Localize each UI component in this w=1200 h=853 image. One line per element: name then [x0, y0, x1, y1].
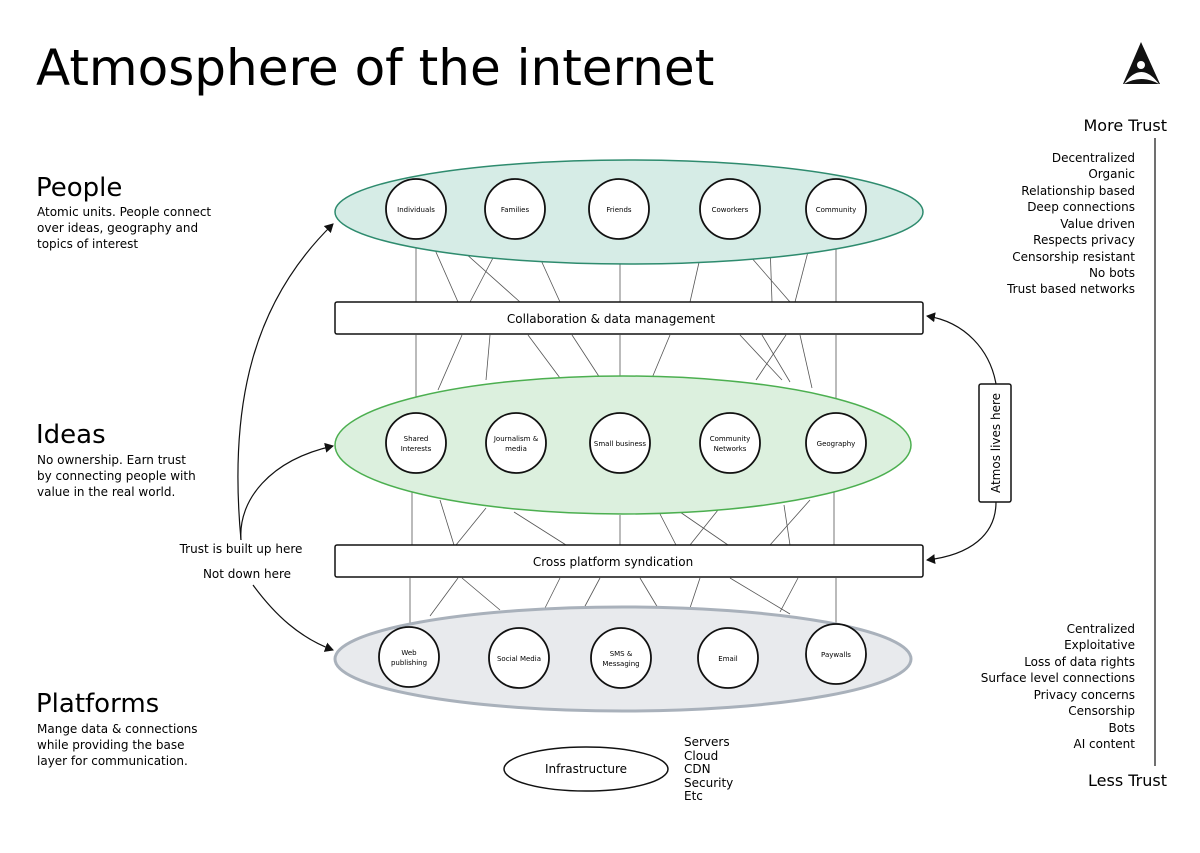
platform-node: Social Media: [488, 627, 550, 689]
ideas-desc-line: by connecting people with: [37, 469, 196, 483]
svg-text:Surface level connections: Surface level connections: [981, 671, 1135, 685]
less-trust-heading: Less Trust: [1088, 771, 1167, 790]
svg-text:Cloud: Cloud: [684, 749, 718, 763]
svg-text:Cross platform syndication: Cross platform syndication: [533, 555, 693, 569]
svg-text:Families: Families: [501, 206, 530, 214]
infrastructure-list: Servers Cloud CDN Security Etc: [684, 735, 733, 803]
svg-text:Etc: Etc: [684, 789, 703, 803]
more-trust-list: Decentralized Organic Relationship based…: [1006, 151, 1135, 296]
idea-node: Small business: [589, 412, 651, 474]
svg-text:Relationship based: Relationship based: [1021, 184, 1135, 198]
platform-node: Email: [697, 627, 759, 689]
svg-text:Community: Community: [816, 206, 857, 214]
svg-text:Community: Community: [710, 435, 751, 443]
trust-down-label: Not down here: [203, 567, 291, 581]
svg-text:Collaboration & data managemen: Collaboration & data management: [507, 312, 715, 326]
people-desc-line: Atomic units. People connect: [37, 205, 211, 219]
svg-text:Coworkers: Coworkers: [712, 206, 749, 214]
platforms-desc-line: layer for communication.: [37, 754, 188, 768]
svg-text:Geography: Geography: [817, 440, 856, 448]
trust-up-label: Trust is built up here: [179, 542, 303, 556]
svg-text:Trust based networks: Trust based networks: [1006, 282, 1135, 296]
svg-text:Organic: Organic: [1088, 167, 1135, 181]
people-heading: People: [36, 173, 122, 203]
idea-node: Geography: [805, 412, 867, 474]
trust-arrows: [237, 223, 334, 652]
platform-node: SMS & Messaging: [590, 627, 652, 689]
people-node: Individuals: [385, 178, 447, 240]
svg-text:Web: Web: [401, 649, 417, 657]
ideas-desc-line: value in the real world.: [37, 485, 175, 499]
people-node: Friends: [588, 178, 650, 240]
svg-text:Bots: Bots: [1108, 721, 1135, 735]
svg-text:Journalism &: Journalism &: [493, 435, 539, 443]
collaboration-bar: Collaboration & data management: [334, 301, 924, 335]
atmos-label-box: Atmos lives here: [978, 383, 1012, 503]
svg-text:Exploitative: Exploitative: [1064, 638, 1135, 652]
svg-text:Centralized: Centralized: [1067, 622, 1135, 636]
ideas-desc-line: No ownership. Earn trust: [37, 453, 186, 467]
logo-icon: [1123, 42, 1160, 84]
svg-text:Social Media: Social Media: [497, 655, 541, 663]
svg-text:Infrastructure: Infrastructure: [545, 762, 627, 776]
less-trust-list: Centralized Exploitative Loss of data ri…: [981, 622, 1136, 751]
svg-text:CDN: CDN: [684, 762, 711, 776]
platforms-desc-line: while providing the base: [37, 738, 184, 752]
svg-text:Censorship resistant: Censorship resistant: [1012, 250, 1135, 264]
svg-text:SMS &: SMS &: [610, 650, 633, 658]
more-trust-heading: More Trust: [1084, 116, 1168, 135]
atmos-arrows: [926, 312, 997, 565]
svg-text:Email: Email: [718, 655, 737, 663]
people-node: Coworkers: [699, 178, 761, 240]
infrastructure-node: Infrastructure: [503, 746, 669, 792]
svg-text:Messaging: Messaging: [602, 660, 639, 668]
svg-text:Deep connections: Deep connections: [1027, 200, 1135, 214]
svg-text:AI content: AI content: [1073, 737, 1135, 751]
svg-text:Shared: Shared: [404, 435, 429, 443]
svg-text:Atmos lives here: Atmos lives here: [989, 393, 1003, 493]
svg-text:Small business: Small business: [594, 440, 647, 448]
svg-text:Decentralized: Decentralized: [1052, 151, 1135, 165]
svg-text:Censorship: Censorship: [1068, 704, 1135, 718]
svg-text:Interests: Interests: [401, 445, 432, 453]
svg-text:No bots: No bots: [1089, 266, 1135, 280]
svg-text:Networks: Networks: [714, 445, 747, 453]
svg-text:Respects privacy: Respects privacy: [1033, 233, 1135, 247]
svg-text:Servers: Servers: [684, 735, 730, 749]
platform-node: Paywalls: [805, 623, 867, 685]
people-desc-line: topics of interest: [37, 237, 138, 251]
people-node: Community: [805, 178, 867, 240]
svg-text:Individuals: Individuals: [397, 206, 435, 214]
people-desc-line: over ideas, geography and: [37, 221, 198, 235]
page-title: Atmosphere of the internet: [36, 39, 714, 97]
platform-node: Web publishing: [378, 626, 440, 688]
people-node: Families: [484, 178, 546, 240]
connection-lines: [409, 242, 837, 624]
idea-node: Journalism & media: [485, 412, 547, 474]
svg-text:Paywalls: Paywalls: [821, 651, 851, 659]
svg-text:Privacy concerns: Privacy concerns: [1034, 688, 1135, 702]
svg-text:Security: Security: [684, 776, 733, 790]
ideas-heading: Ideas: [36, 420, 106, 450]
platforms-desc-line: Mange data & connections: [37, 722, 198, 736]
svg-text:Value driven: Value driven: [1060, 217, 1135, 231]
svg-text:media: media: [505, 445, 527, 453]
syndication-bar: Cross platform syndication: [334, 544, 924, 578]
platforms-heading: Platforms: [36, 689, 159, 719]
svg-text:Loss of data rights: Loss of data rights: [1024, 655, 1135, 669]
svg-text:publishing: publishing: [391, 659, 427, 667]
svg-text:Friends: Friends: [606, 206, 632, 214]
